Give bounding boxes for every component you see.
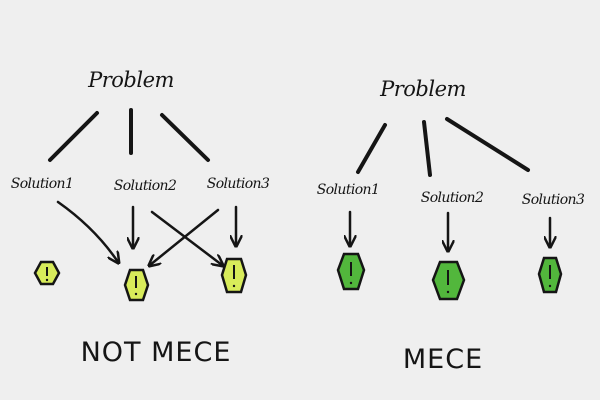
left-node-1 — [33, 260, 61, 286]
left-solution-1-label: Solution1 — [10, 176, 74, 192]
left-branch-1 — [48, 111, 99, 162]
right-solution-1-label: Solution1 — [316, 182, 380, 198]
right-solution-2-label: Solution2 — [420, 190, 484, 206]
right-branch-2 — [422, 120, 432, 177]
right-tree-branches — [356, 117, 530, 177]
left-node-3 — [220, 257, 248, 294]
right-problem-label: Problem — [380, 77, 466, 101]
right-branch-3 — [445, 117, 530, 172]
right-node-3 — [537, 256, 563, 294]
right-node-2 — [431, 260, 466, 301]
left-tree-arrows — [56, 200, 236, 265]
right-tree-arrows — [350, 210, 550, 250]
left-arrow-s2-to-n3 — [150, 210, 222, 265]
left-solution-2-label: Solution2 — [113, 178, 177, 194]
right-branch-1 — [356, 123, 387, 174]
left-nodes — [33, 257, 248, 302]
left-arrow-s1-to-n2 — [56, 200, 118, 262]
right-node-1 — [336, 252, 366, 291]
left-branch-3 — [160, 113, 210, 162]
left-arrow-s3-to-n2 — [150, 208, 220, 265]
right-caption: MECE — [402, 344, 484, 375]
left-solution-3-label: Solution3 — [206, 176, 270, 192]
left-node-2 — [123, 268, 150, 302]
left-problem-label: Problem — [88, 68, 174, 92]
left-tree-branches — [48, 108, 210, 162]
right-solution-3-label: Solution3 — [521, 192, 585, 208]
left-caption: NOT MECE — [80, 337, 232, 368]
right-nodes — [336, 252, 563, 301]
